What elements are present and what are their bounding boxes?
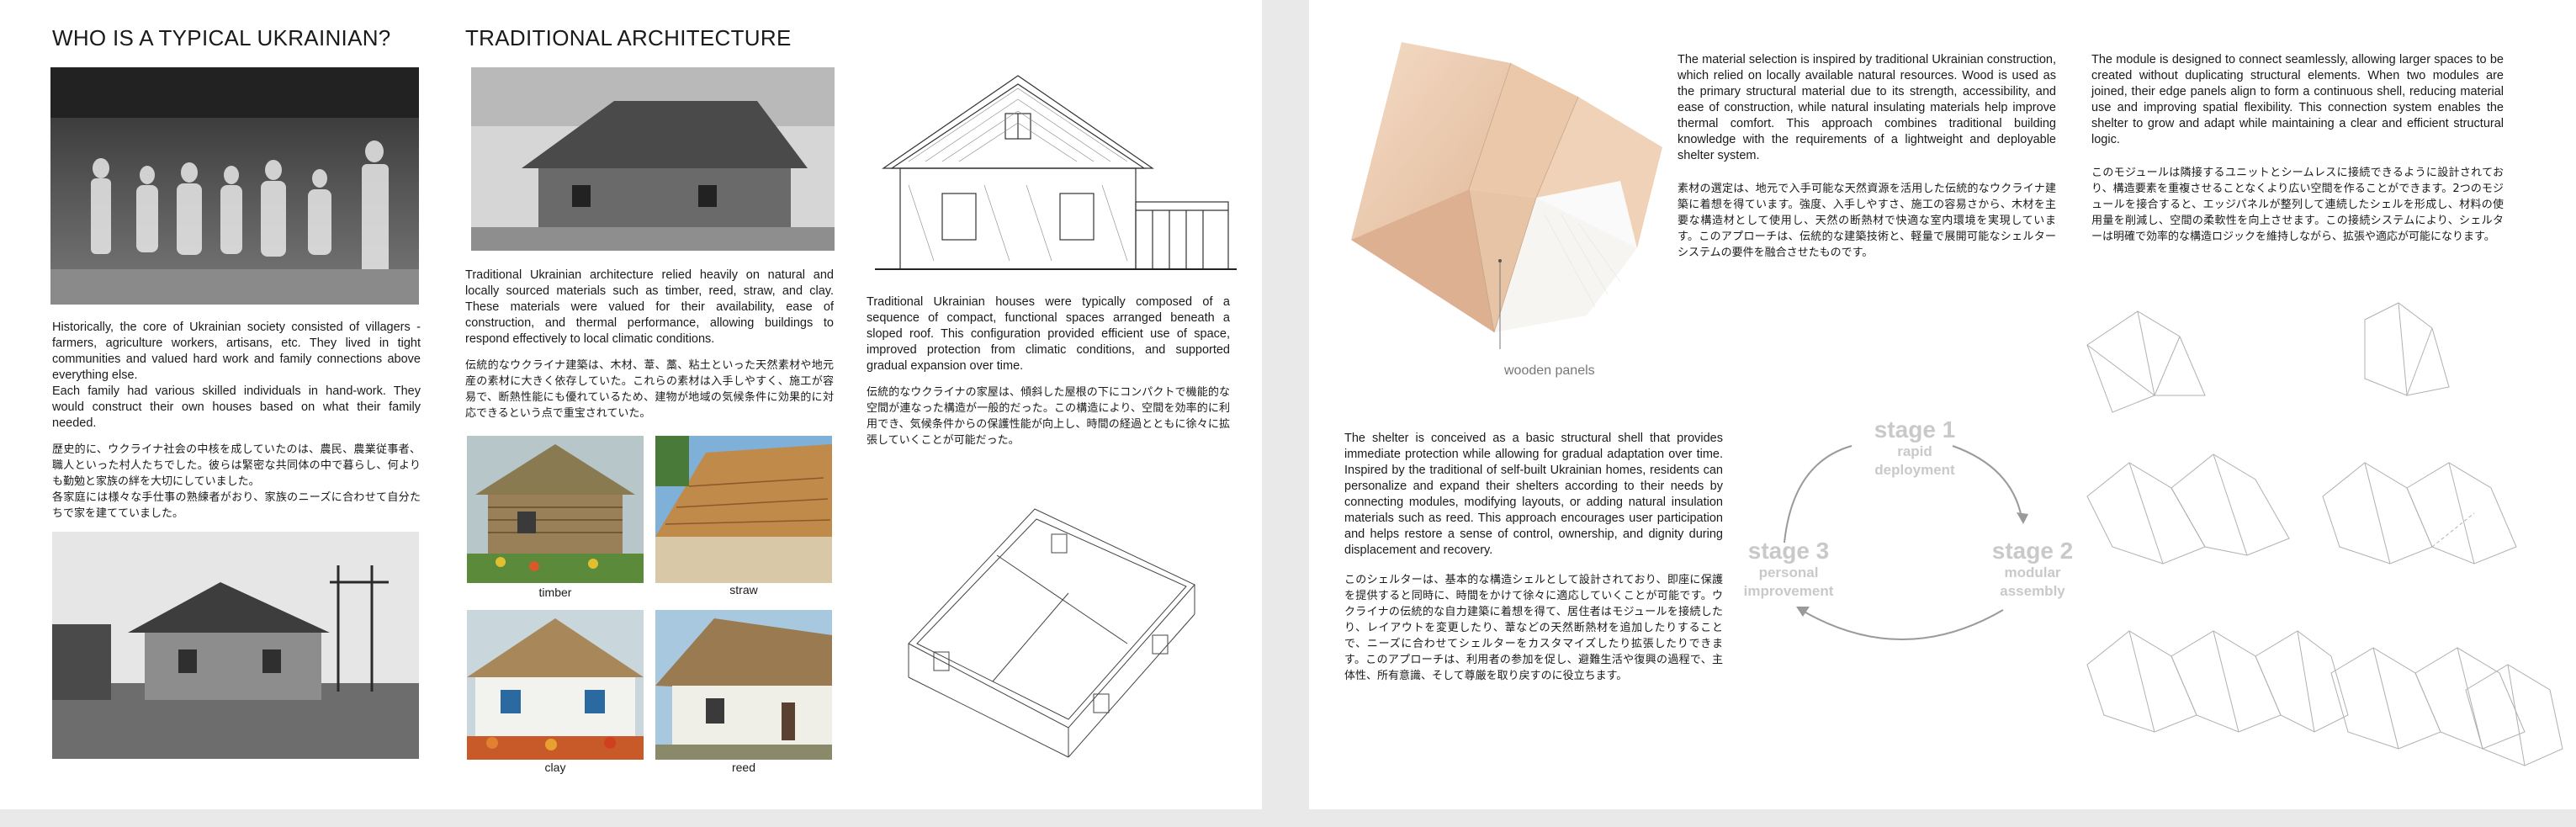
col1-jp-text-2: 各家庭には様々な手仕事の熟練者がおり、家族のニーズに合わせて自分たちで家を建てて… <box>52 491 421 520</box>
stage-1-title: stage 1 <box>1874 416 1956 443</box>
stage-3-sub1: personal <box>1758 565 1819 580</box>
module-combination-drawings <box>2086 302 2563 766</box>
col1-en-text-2: Each family had various skilled individu… <box>52 384 421 430</box>
old-hut-photo <box>52 532 419 759</box>
module-single-1 <box>2086 310 2206 413</box>
stage-2-title: stage 2 <box>1991 538 2074 564</box>
caption-timber: timber <box>538 586 572 599</box>
module-row-1 <box>2086 630 2349 733</box>
caption-straw: straw <box>729 583 758 596</box>
col1-title: WHO IS A TYPICAL UKRAINIAN? <box>52 25 391 50</box>
arc-stage3-to-1 <box>1784 445 1852 543</box>
straw-photo <box>655 436 832 583</box>
col2-jp-text: 伝統的なウクライナ建築は、木材、葦、藁、粘土といった天然素材や地元産の素材に大き… <box>465 359 834 420</box>
shelter-jp-text: このシェルターは、基本的な構造シェルとして設計されており、即座に保護を提供すると… <box>1344 574 1723 682</box>
timber-photo <box>467 436 644 583</box>
caption-clay: clay <box>544 761 566 774</box>
shelter-model-image <box>1343 29 1696 370</box>
module-pair-2 <box>2322 462 2517 565</box>
arc-stage2-to-3 <box>1800 609 2004 640</box>
stage-2: stage 2 modular assembly <box>1965 538 2100 601</box>
col2-en-text: Traditional Ukrainian architecture relie… <box>465 268 834 346</box>
stage-3: stage 3 personal improvement <box>1721 538 1856 601</box>
stage-1-sub1: rapid <box>1897 443 1932 459</box>
shelter-en-text: The shelter is conceived as a basic stru… <box>1344 432 1723 557</box>
house-axonometric-drawing <box>900 484 1211 761</box>
left-page: WHO IS A TYPICAL UKRAINIAN? Historically… <box>0 0 1262 809</box>
arc-stage1-to-2 <box>1952 445 2022 518</box>
col1-en-text: Historically, the core of Ukrainian soci… <box>52 321 421 382</box>
stage-1: stage 1 rapid deployment <box>1847 417 1982 480</box>
stage-cycle-diagram <box>1784 445 2028 640</box>
module-row-2 <box>2330 647 2563 766</box>
reed-photo <box>655 610 832 760</box>
stage-2-sub1: modular <box>2004 565 2061 580</box>
col1-jp-text: 歴史的に、ウクライナ社会の中核を成していたのは、農民、農業従事者、職人といった村… <box>52 443 421 488</box>
module-pair-1 <box>2086 453 2290 565</box>
house-elevation-drawing <box>875 67 1237 278</box>
stage-3-title: stage 3 <box>1747 538 1830 564</box>
material-jp-text: 素材の選定は、地元で入手可能な天然資源を活用した伝統的なウクライナ建築に着想を得… <box>1678 183 2056 259</box>
villagers-photo <box>50 67 419 305</box>
module-jp-text: このモジュールは隣接するユニットとシームレスに接続できるように設計されており、構… <box>2091 167 2504 243</box>
module-en-text: The module is designed to connect seamle… <box>2091 53 2504 146</box>
stage-3-sub2: improvement <box>1743 583 1834 599</box>
col3-en-text: Traditional Ukrainian houses were typica… <box>867 295 1230 373</box>
material-en-text: The material selection is inspired by tr… <box>1678 53 2056 162</box>
col3-jp-text: 伝統的なウクライナの家屋は、傾斜した屋根の下にコンパクトで機能的な空間が連なった… <box>867 386 1230 447</box>
arrow-head-1 <box>2017 512 2028 524</box>
right-page: wooden panels The material selection is … <box>1309 0 2576 809</box>
stage-2-sub2: assembly <box>2000 583 2065 599</box>
caption-reed: reed <box>731 761 756 774</box>
wooden-panels-label: wooden panels <box>1504 363 1595 378</box>
module-single-2 <box>2364 302 2450 396</box>
arrow-head-2 <box>1796 607 1810 617</box>
thatched-house-photo <box>471 67 835 251</box>
col2-title: TRADITIONAL ARCHITECTURE <box>465 25 792 50</box>
stage-1-sub2: deployment <box>1874 462 1955 478</box>
clay-photo <box>467 610 644 760</box>
